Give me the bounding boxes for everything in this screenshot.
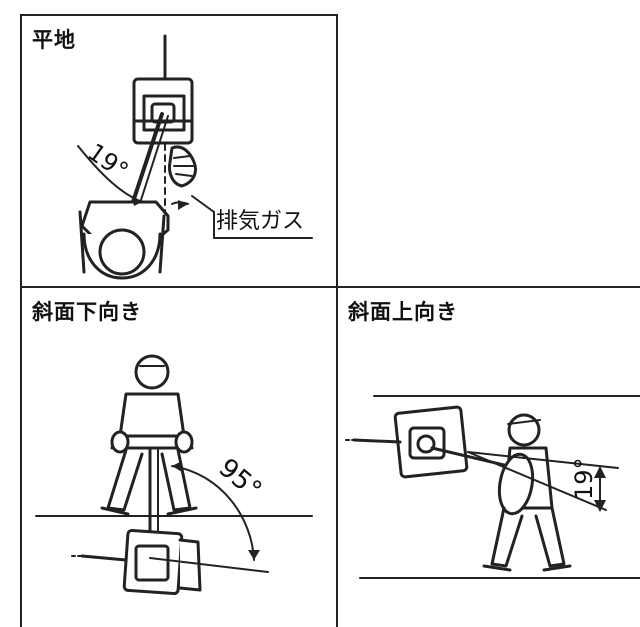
flat-angle-label: 19° bbox=[83, 138, 134, 185]
downhill-angle-label: 95° bbox=[213, 453, 268, 506]
panel-downhill: 斜面下向き bbox=[20, 286, 338, 627]
uphill-illustration: 19° bbox=[345, 395, 640, 579]
flat-illustration: 19° 排気ガス bbox=[77, 34, 313, 280]
panel-title-flat: 平地 bbox=[32, 28, 76, 52]
panel-title-downhill: 斜面下向き bbox=[32, 300, 142, 324]
downhill-illustration: 95° bbox=[35, 354, 313, 596]
panel-title-uphill: 斜面上向き bbox=[348, 300, 458, 324]
exhaust-label: 排気ガス bbox=[216, 209, 304, 234]
panel-flat: 平地 bbox=[20, 14, 338, 288]
panel-uphill: 斜面上向き bbox=[336, 286, 640, 627]
uphill-angle-label: 19° bbox=[570, 457, 598, 500]
